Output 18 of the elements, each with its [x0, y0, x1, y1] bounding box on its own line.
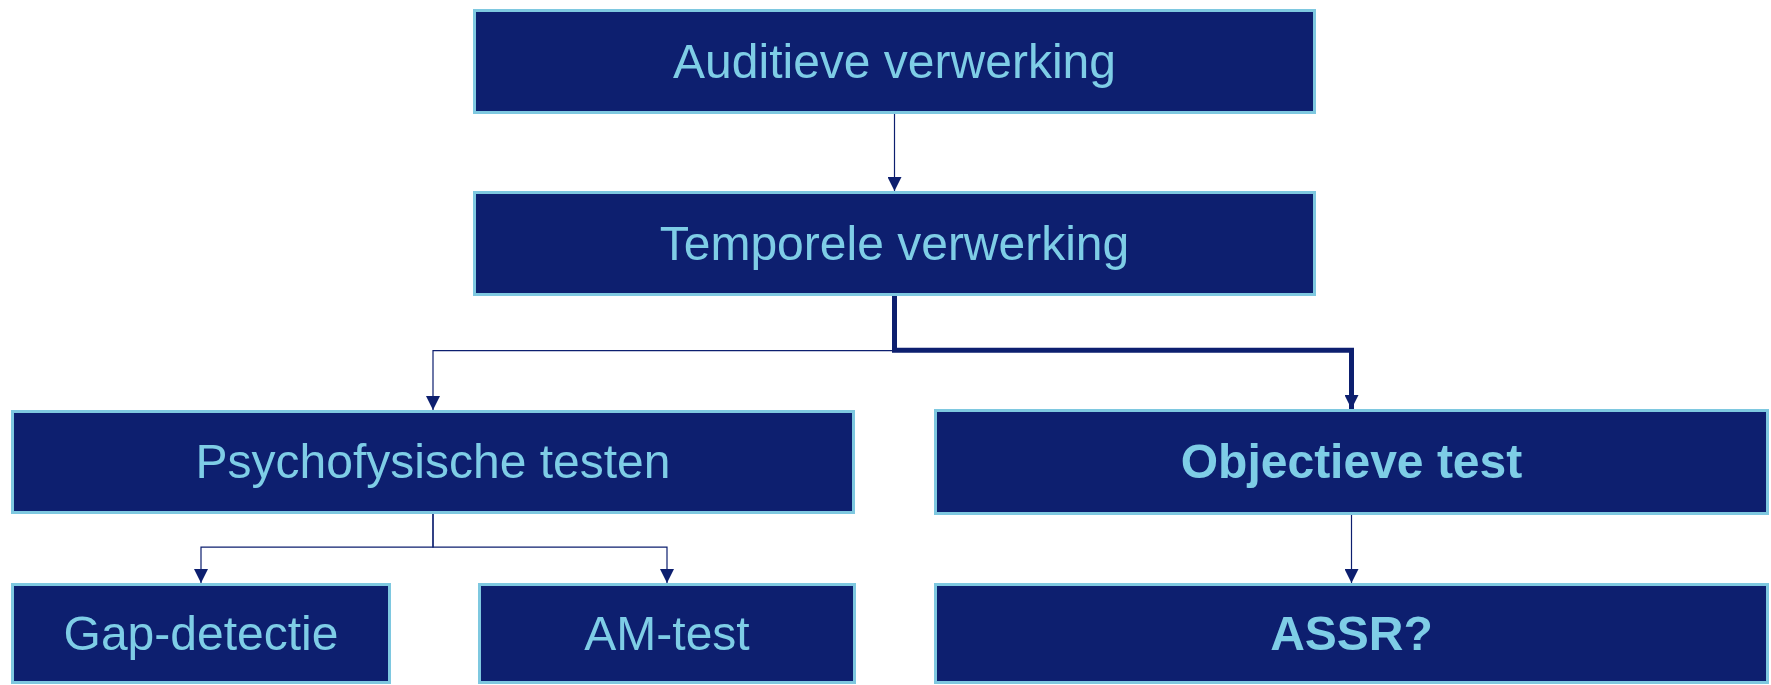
process-box [473, 191, 1316, 296]
box-label: ASSR? [1270, 605, 1433, 662]
process-box [473, 9, 1316, 114]
box-label: Temporele verwerking [659, 215, 1130, 272]
box-label: AM-test [584, 605, 750, 662]
process-box [11, 583, 391, 684]
connector-arrow [892, 296, 1359, 409]
process-box [478, 583, 856, 684]
box-label: Objectieve test [1180, 434, 1523, 490]
process-box [11, 410, 855, 514]
box-label: Auditieve verwerking [673, 33, 1116, 90]
connector-arrow [1344, 514, 1359, 584]
connector-arrow [432, 513, 674, 584]
process-box [934, 409, 1769, 515]
process-box [934, 583, 1769, 684]
box-label: Psychofysische testen [195, 434, 671, 490]
box-label: Gap-detectie [63, 605, 339, 662]
connector-arrow [887, 113, 902, 192]
